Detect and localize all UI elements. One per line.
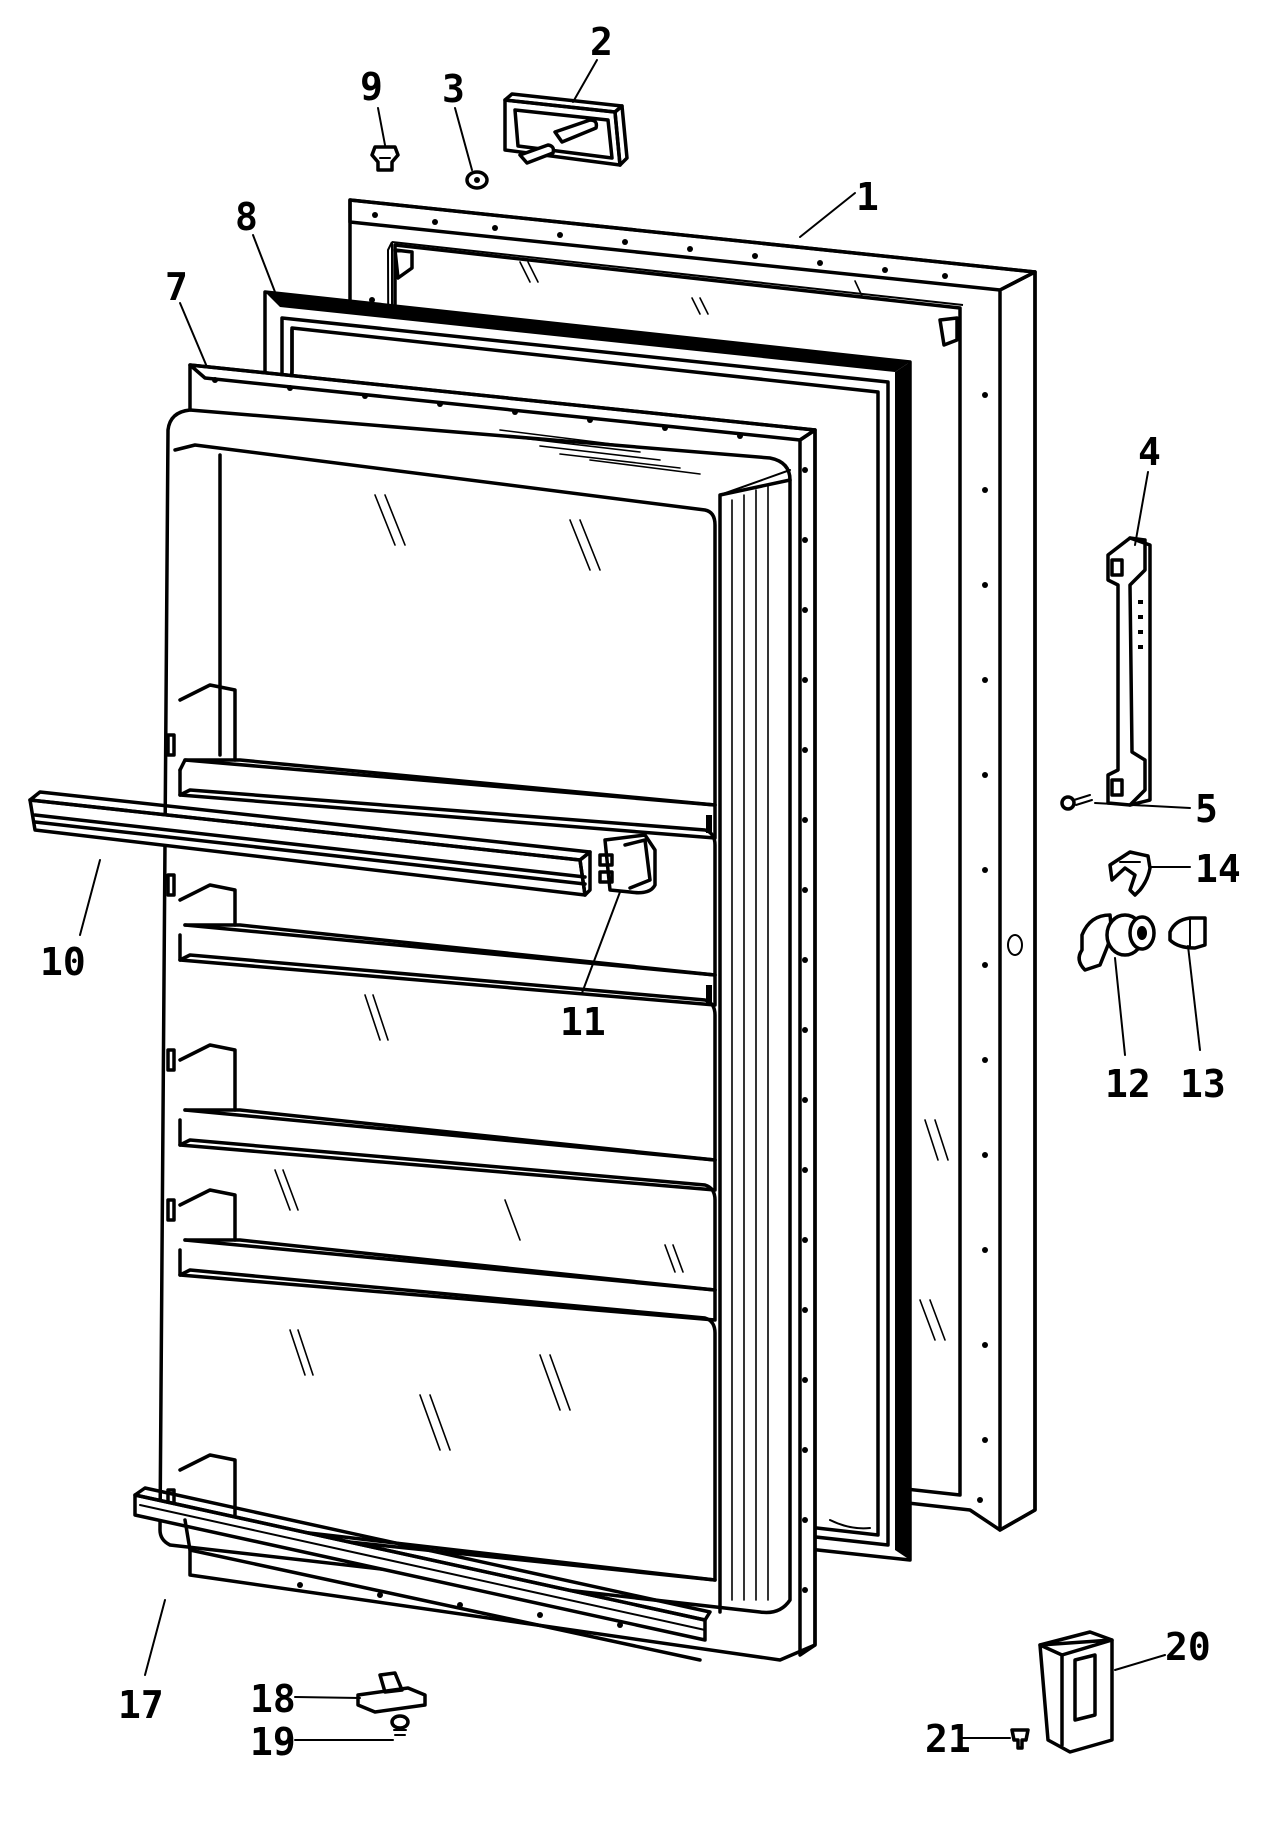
callout-2: 2 [590,20,613,64]
bottom-trim-strip [133,1486,712,1662]
callout-12: 12 [1105,1062,1151,1106]
leader-lines [79,59,1201,1741]
callout-17: 17 [118,1683,164,1727]
screw-19 [390,1714,410,1736]
callout-19: 19 [250,1720,296,1764]
callout-1: 1 [856,175,879,219]
callout-7: 7 [165,265,188,309]
callout-5: 5 [1195,787,1218,831]
shelf-bar [28,790,592,897]
callout-18: 18 [250,1677,296,1721]
latch-cap [1168,916,1207,950]
callout-11: 11 [560,1000,606,1044]
screw-21 [1010,1728,1030,1750]
callout-8: 8 [235,195,258,239]
callout-10: 10 [40,940,86,984]
callout-4: 4 [1138,430,1161,474]
bottom-bracket [356,1671,427,1714]
callout-13: 13 [1180,1062,1226,1106]
hinge-cover [503,92,629,167]
latch-assembly [1077,913,1156,972]
hinge-cover-block [1038,1630,1114,1754]
callout-9: 9 [360,65,383,109]
screw-9 [370,145,400,172]
screw-3 [465,170,489,190]
callout-20: 20 [1165,1625,1211,1669]
door-handle [1106,536,1152,807]
callout-labels: 1 2 3 4 5 7 8 9 10 11 12 13 14 17 18 19 … [40,20,1241,1764]
callout-21: 21 [925,1717,971,1761]
bar-end-clip [598,833,657,895]
callout-3: 3 [442,67,465,111]
liner-shelves [158,408,792,1615]
screw-5 [1060,794,1093,811]
callout-14: 14 [1195,847,1241,891]
latch-strike [1108,850,1152,897]
